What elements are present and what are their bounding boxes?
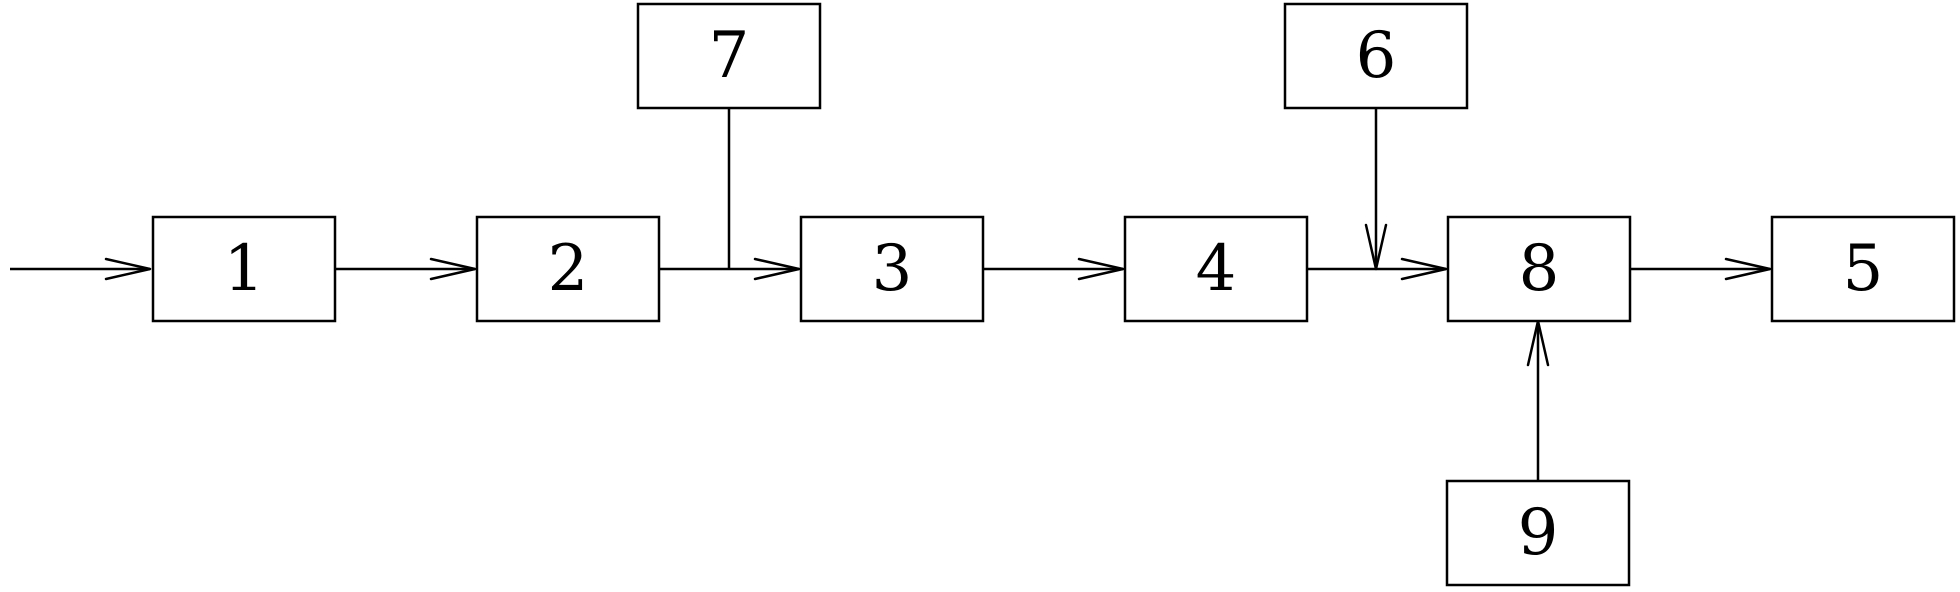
box-4: 4 bbox=[1123, 215, 1309, 323]
box-8: 8 bbox=[1446, 215, 1632, 323]
box-9: 9 bbox=[1445, 479, 1631, 587]
box-9-label: 9 bbox=[1518, 496, 1559, 570]
arrowhead-8-to-5 bbox=[1724, 257, 1772, 281]
arrowhead-4-to-8 bbox=[1400, 257, 1448, 281]
arrowhead-1-to-2 bbox=[429, 257, 477, 281]
box-7: 7 bbox=[636, 2, 822, 110]
arrowhead-6-down bbox=[1364, 223, 1388, 271]
box-1-label: 1 bbox=[224, 232, 265, 306]
box-3-label: 3 bbox=[872, 232, 913, 306]
box-6: 6 bbox=[1283, 2, 1469, 110]
box-5: 5 bbox=[1770, 215, 1956, 323]
box-4-label: 4 bbox=[1196, 232, 1237, 306]
arrowhead-input-to-1 bbox=[104, 257, 152, 281]
box-6-label: 6 bbox=[1356, 19, 1397, 93]
arrowhead-3-to-4 bbox=[1077, 257, 1125, 281]
box-7-label: 7 bbox=[709, 19, 750, 93]
box-2: 2 bbox=[475, 215, 661, 323]
box-8-label: 8 bbox=[1519, 232, 1560, 306]
box-2-label: 2 bbox=[548, 232, 589, 306]
box-1: 1 bbox=[151, 215, 337, 323]
connections bbox=[10, 108, 1772, 481]
arrowhead-2-to-3 bbox=[753, 257, 801, 281]
box-3: 3 bbox=[799, 215, 985, 323]
box-5-label: 5 bbox=[1843, 232, 1884, 306]
